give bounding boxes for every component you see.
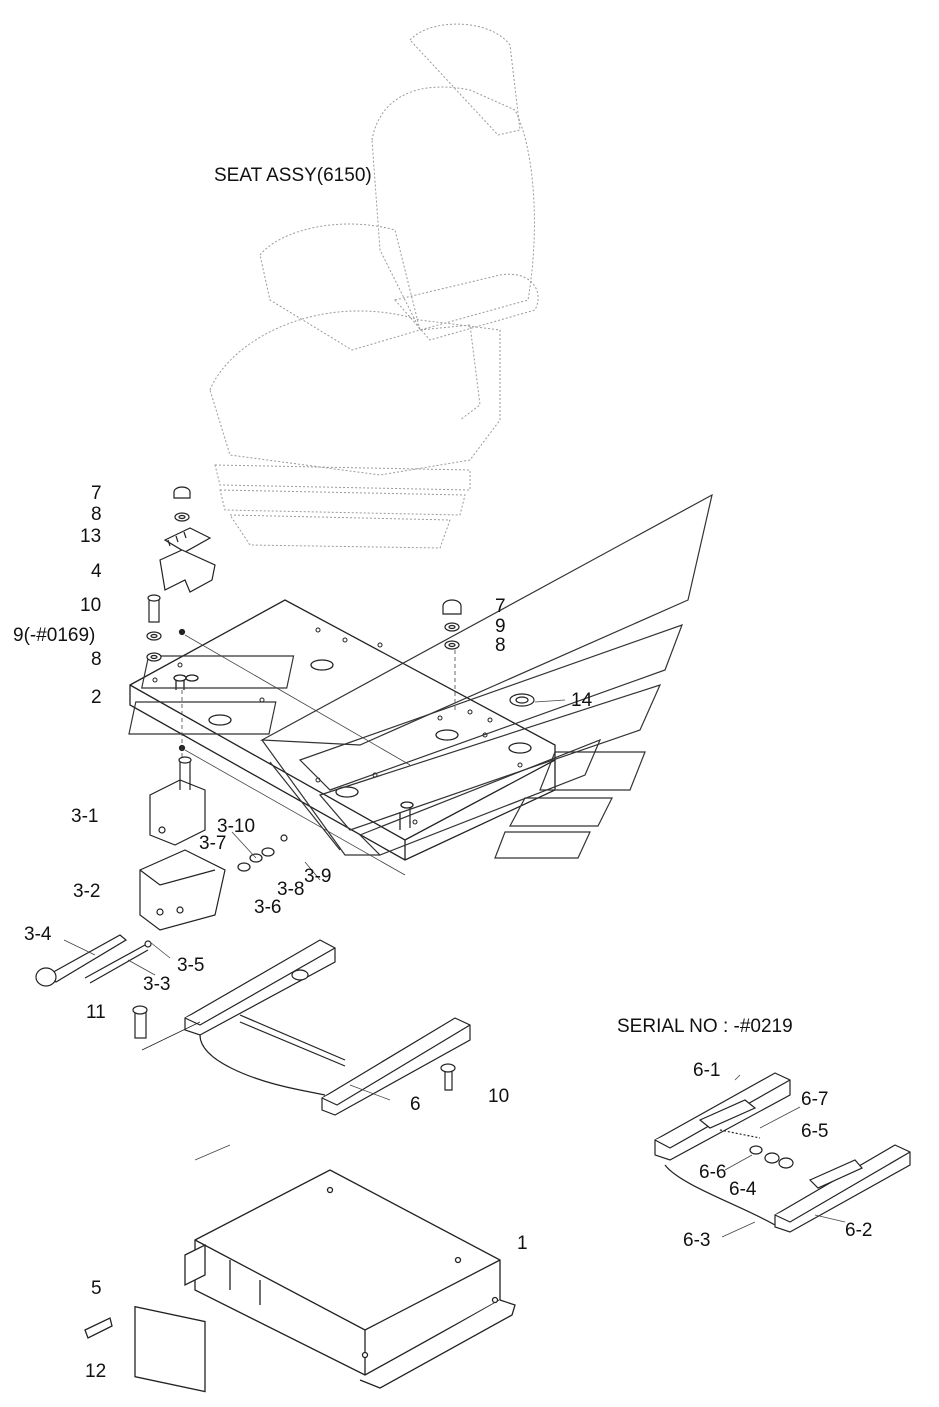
callout-11: 11 [86, 1002, 106, 1023]
callout-12: 12 [85, 1361, 107, 1382]
callout-3-9: 3-9 [304, 866, 332, 887]
callout-9: 9 [495, 616, 506, 637]
callout-14: 14 [571, 690, 593, 711]
callout-3-7: 3-7 [199, 833, 227, 854]
callout-8: 8 [91, 649, 102, 670]
serial-variant-rail-assembly [654, 1072, 911, 1233]
callout-3-3: 3-3 [143, 974, 171, 995]
watermark-logo [128, 493, 713, 859]
serial-number-note: SERIAL NO : -#0219 [617, 1016, 793, 1037]
callout-6-1: 6-1 [693, 1060, 721, 1081]
seat-assembly-title: SEAT ASSY(6150) [214, 165, 372, 186]
callout-3-8: 3-8 [277, 879, 305, 900]
callout-2: 2 [91, 687, 102, 708]
base-frame [84, 1169, 516, 1393]
callout-3-5: 3-5 [177, 955, 205, 976]
callout-5: 5 [91, 1278, 102, 1299]
callout-6-2: 6-2 [845, 1220, 873, 1241]
callout-3-6: 3-6 [254, 897, 282, 918]
slide-rail-assembly [141, 939, 471, 1116]
callout-13: 13 [80, 526, 102, 547]
callout-6-7: 6-7 [801, 1089, 829, 1110]
callout-3-2: 3-2 [73, 881, 101, 902]
callout-8: 8 [495, 635, 506, 656]
seat-assembly-outline [209, 23, 539, 549]
upper-left-hardware [146, 486, 216, 752]
callout-9: 9(-#0169) [13, 625, 96, 646]
callout-6-6: 6-6 [699, 1162, 727, 1183]
callout-7: 7 [495, 596, 506, 617]
callout-6: 6 [410, 1094, 421, 1115]
callout-6-4: 6-4 [729, 1179, 757, 1200]
callout-4: 4 [91, 561, 102, 582]
callout-3-1: 3-1 [71, 806, 99, 827]
leader-lines [63, 634, 846, 1238]
callout-10: 10 [488, 1086, 510, 1107]
callout-6-3: 6-3 [683, 1230, 711, 1251]
right-hardware [442, 599, 535, 707]
callout-7: 7 [91, 483, 102, 504]
callout-6-5: 6-5 [801, 1121, 829, 1142]
callout-3-4: 3-4 [24, 924, 52, 945]
callout-1: 1 [517, 1233, 528, 1254]
lever-bracket-assembly [35, 756, 288, 1039]
callout-8: 8 [91, 504, 102, 525]
callout-3-10: 3-10 [217, 816, 256, 837]
callout-10: 10 [80, 595, 102, 616]
